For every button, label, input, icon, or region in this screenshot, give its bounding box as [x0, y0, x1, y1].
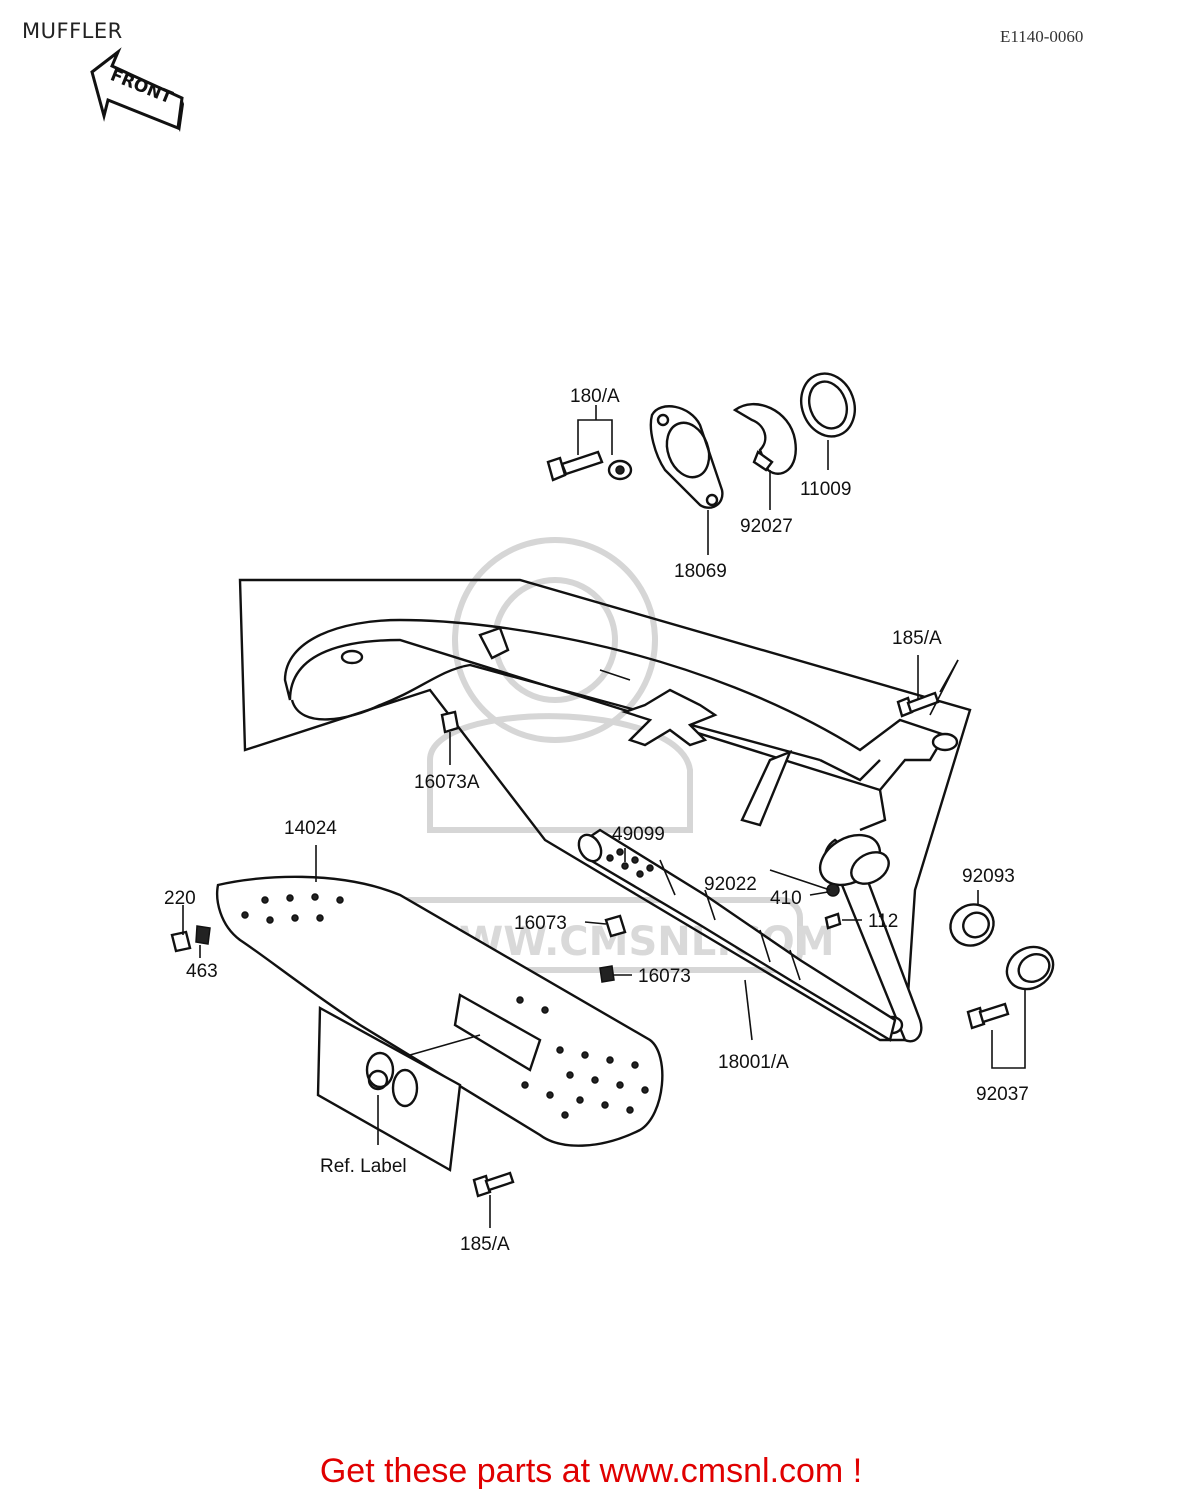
exhaust-pipe-bend — [283, 618, 959, 832]
callout-185a-bottom: 185/A — [460, 1234, 510, 1255]
nut-16073-lower — [599, 965, 615, 983]
callout-16073a: 16073A — [414, 772, 480, 793]
callout-180a: 180/A — [570, 386, 620, 407]
callout-11009: 11009 — [800, 479, 851, 500]
bolt-185a-top — [896, 691, 940, 718]
flange-18069 — [649, 405, 724, 509]
callout-ref-label: Ref. Label — [320, 1156, 407, 1177]
callout-49099: 49099 — [612, 824, 665, 845]
washer-410 — [826, 883, 840, 897]
heat-shield-14024 — [216, 875, 664, 1147]
callout-16073-lower: 16073 — [638, 966, 691, 987]
hanger-strap — [740, 749, 793, 827]
diagram-code: E1140-0060 — [1000, 27, 1083, 46]
mount-clip — [478, 626, 510, 660]
callout-112: 112 — [868, 911, 898, 932]
diagram-title: MUFFLER — [22, 19, 123, 43]
gasket-92093 — [949, 903, 995, 947]
callout-92037: 92037 — [976, 1084, 1029, 1105]
clamp-92037 — [966, 945, 1055, 1030]
callout-410: 410 — [770, 888, 802, 909]
callout-92027: 92027 — [740, 516, 793, 537]
inner-pipe-18001a — [577, 828, 897, 1042]
frame-panel-outline — [238, 578, 972, 1042]
bracket-slot — [599, 669, 631, 681]
callout-18069: 18069 — [674, 561, 727, 582]
bolt-220 — [170, 925, 211, 953]
bolt-185a-bottom — [472, 1171, 515, 1198]
leader-lines — [182, 405, 1026, 1228]
nut-16073-upper — [604, 914, 627, 938]
bolt-180a — [546, 450, 633, 482]
screw-112 — [824, 912, 842, 930]
callout-185a-top: 185/A — [892, 628, 942, 649]
callout-463: 463 — [186, 961, 218, 982]
muffler-body — [818, 833, 923, 1043]
cross-bracket — [621, 688, 718, 747]
footer-link-text[interactable]: Get these parts at www.cmsnl.com ! — [319, 1452, 863, 1490]
clamp-92027 — [732, 402, 797, 475]
callout-16073-upper: 16073 — [514, 913, 567, 934]
nut-16073a — [440, 710, 460, 734]
callout-18001a: 18001/A — [718, 1052, 789, 1073]
callout-14024: 14024 — [284, 818, 337, 839]
callout-92093: 92093 — [962, 866, 1015, 887]
callout-92022: 92022 — [704, 874, 757, 895]
front-arrow-icon: FRONT — [90, 47, 184, 132]
callout-220: 220 — [164, 888, 196, 909]
reference-label-plate — [316, 1005, 462, 1172]
baffle-49099 — [606, 848, 654, 878]
gasket-11009 — [800, 372, 856, 438]
